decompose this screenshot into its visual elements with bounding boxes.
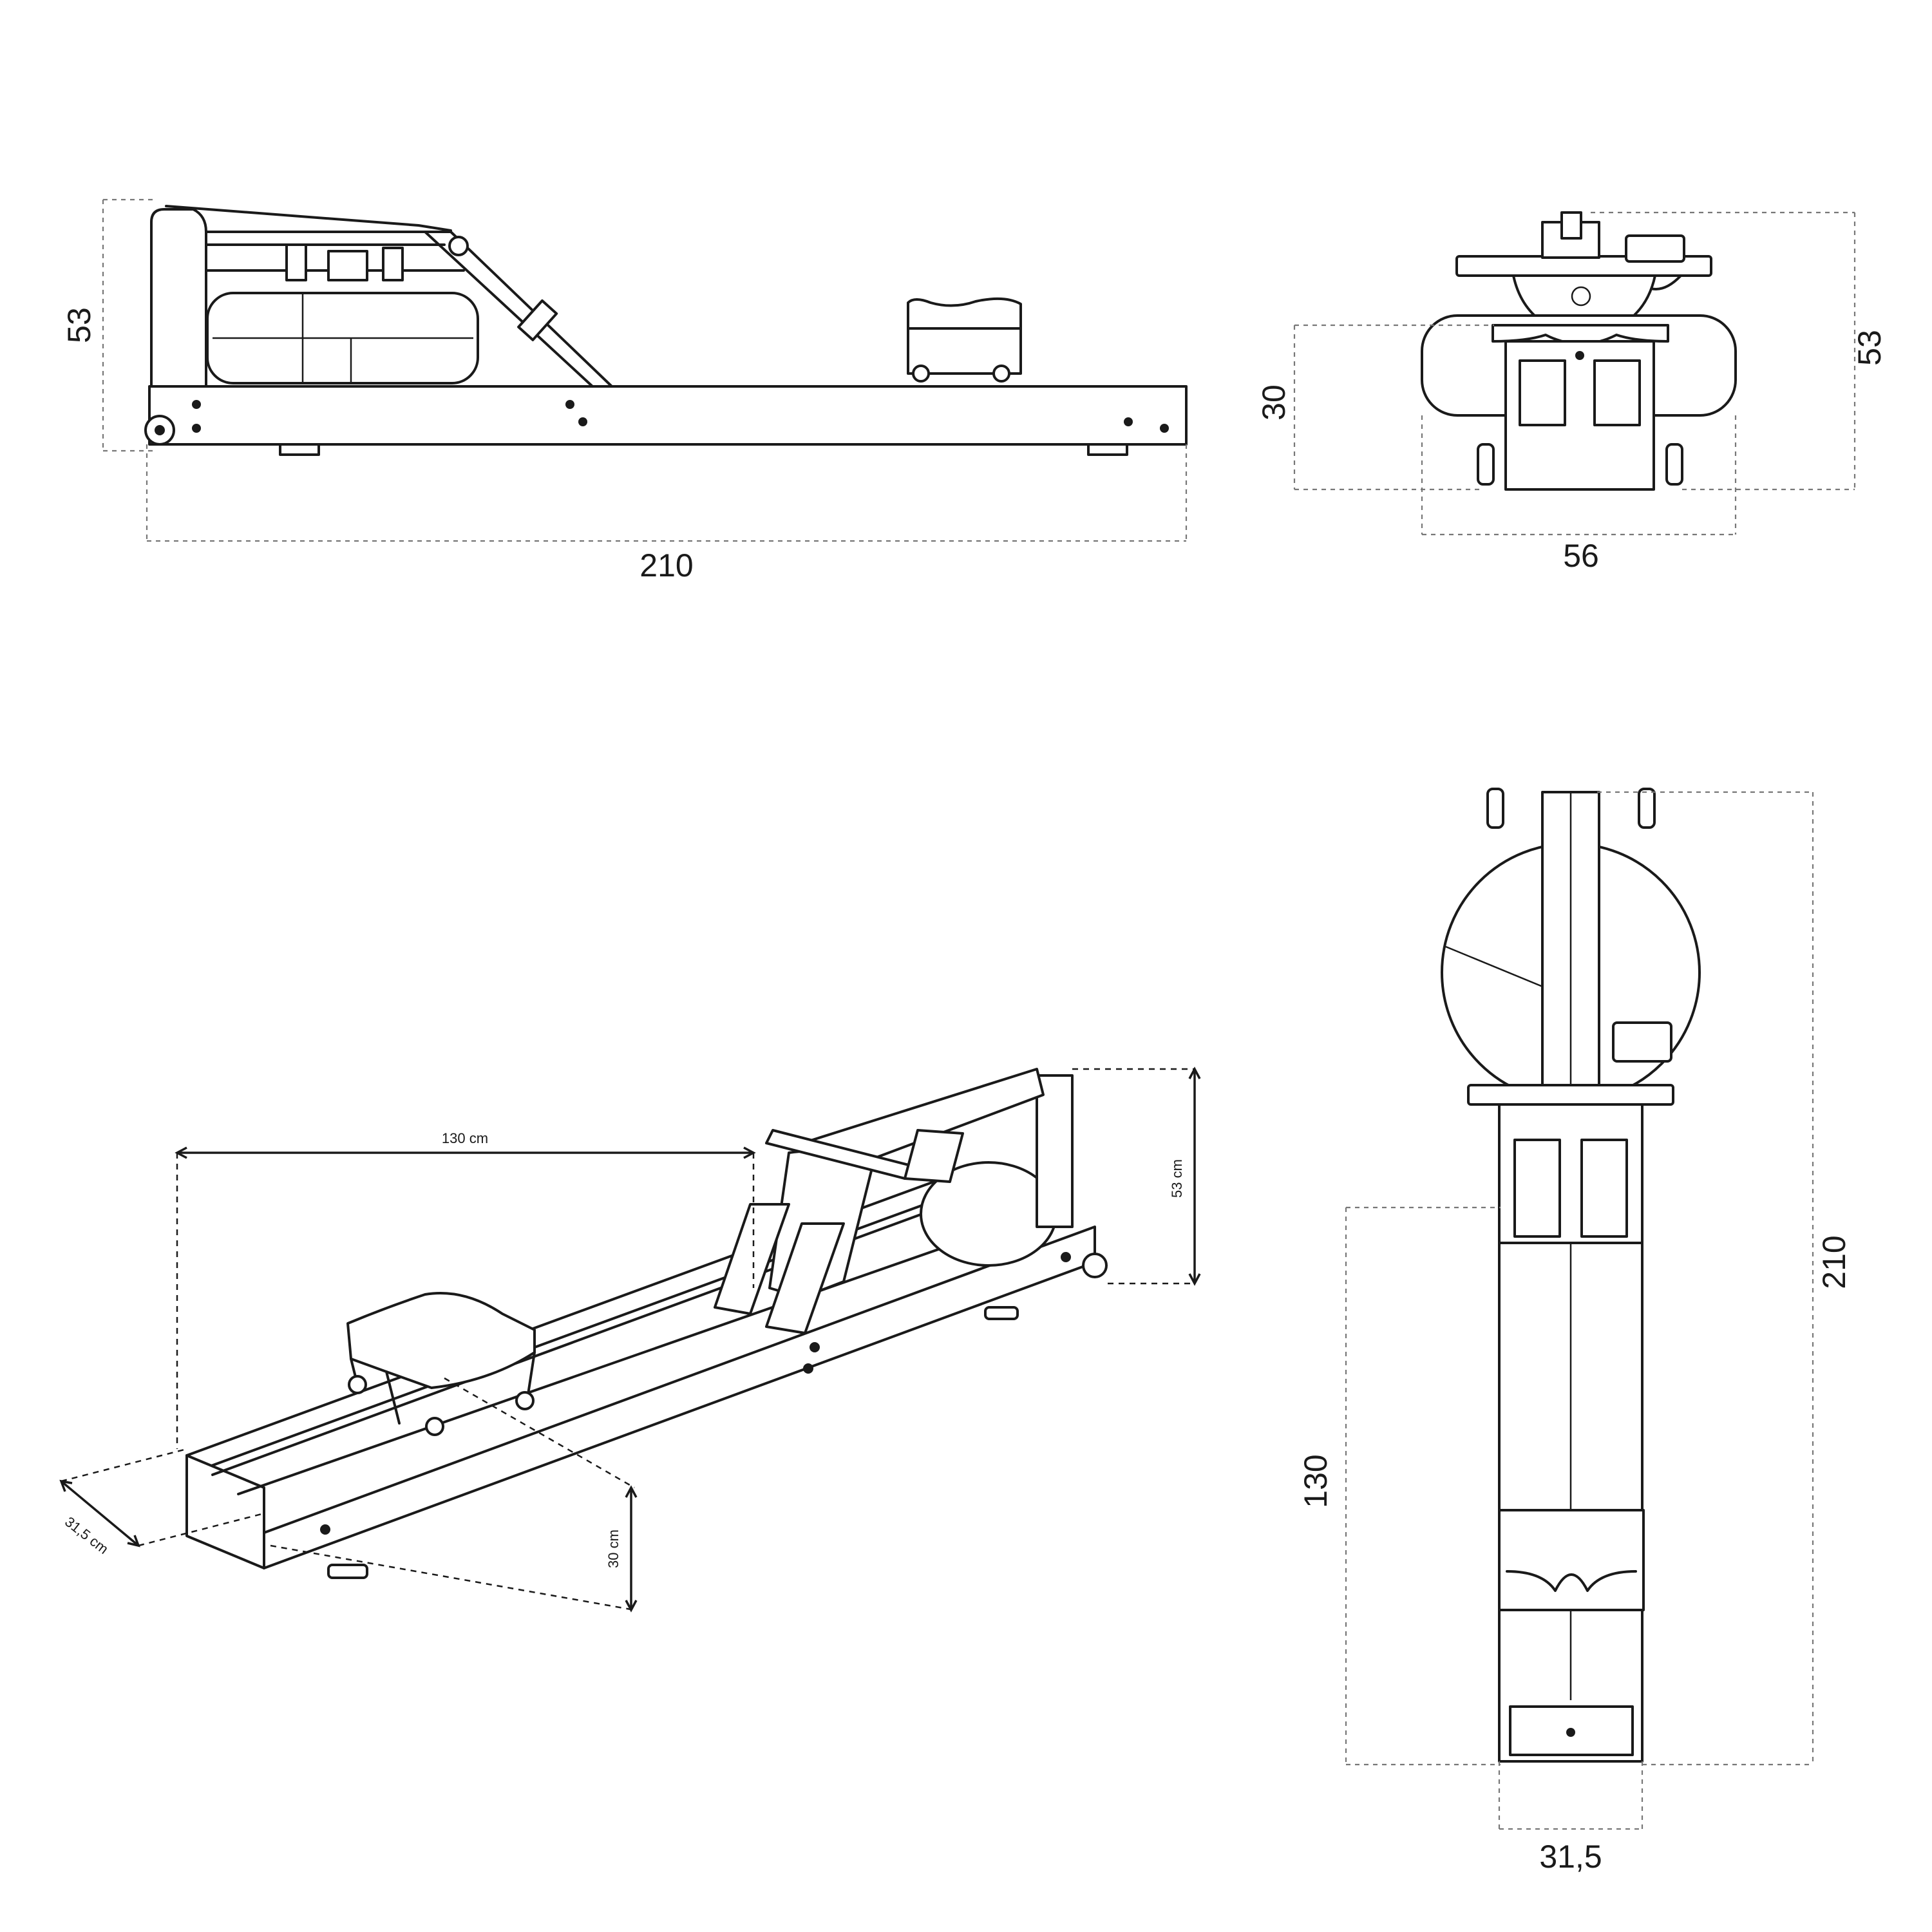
iso-rail-length-label: 130 cm: [442, 1130, 488, 1146]
upper-frame-brace: [424, 231, 613, 388]
front-foot: [279, 443, 320, 456]
iso-height-label: 53 cm: [1169, 1159, 1185, 1198]
top-seat: [1498, 1509, 1645, 1611]
top-footrest-area: [1498, 1094, 1643, 1244]
iso-seat-roller: [425, 1417, 444, 1436]
front-view: 53 30 56: [1256, 211, 1888, 574]
top-rail-length-label: 130: [1298, 1454, 1334, 1508]
iso-view: 130 cm 53 cm 30 cm 31,5 cm: [59, 1066, 1201, 1613]
front-width-label: 56: [1563, 538, 1599, 574]
iso-seat-roller: [348, 1375, 367, 1394]
side-bolt: [1124, 417, 1133, 426]
monitor-side: [517, 299, 558, 341]
top-width-label: 31,5: [1539, 1839, 1602, 1875]
front-wheel-hub: [155, 425, 165, 435]
iso-width-ext-top: [61, 1448, 187, 1482]
seat-top: [907, 297, 1022, 330]
iso-seat-height-ext-bottom: [270, 1544, 635, 1611]
top-handle-bar: [1467, 1084, 1674, 1106]
iso-seat-height-label: 30 cm: [605, 1530, 621, 1568]
side-height-label: 53: [61, 307, 97, 343]
iso-width-arrow: [60, 1480, 140, 1547]
top-footrest-right: [1580, 1139, 1628, 1238]
side-view: 53 210: [61, 198, 1188, 583]
iso-bolt: [320, 1524, 330, 1535]
iso-footrest-left: [714, 1203, 790, 1315]
mechanism-block: [327, 250, 368, 281]
top-view: 210 130 31,5: [1298, 788, 1852, 1875]
upper-frame-top: [165, 205, 452, 232]
top-front-wheel-right: [1638, 788, 1656, 829]
front-monitor: [1625, 234, 1685, 263]
iso-bolt: [803, 1363, 813, 1374]
water-tank-detail: [213, 293, 473, 383]
iso-monitor: [904, 1129, 964, 1183]
top-front-wheel-left: [1486, 788, 1504, 829]
side-rail: [148, 385, 1188, 446]
iso-seat-height-ext-top: [444, 1377, 635, 1489]
seat-roller: [992, 365, 1010, 383]
iso-seat-height-arrowheads: [625, 1485, 638, 1613]
front-wheel-right: [1665, 443, 1683, 486]
iso-width-label: 31,5 cm: [62, 1513, 111, 1557]
mechanism-block: [382, 247, 404, 281]
front-bolt: [1575, 351, 1584, 360]
iso-rail-detail: [211, 1197, 1032, 1495]
front-footrest-left: [1519, 359, 1566, 426]
iso-rail-front: [263, 1226, 1096, 1569]
side-length-label: 210: [639, 547, 693, 583]
front-wheel-left: [1477, 443, 1495, 486]
rear-foot: [1087, 443, 1128, 456]
iso-seat-top: [346, 1292, 536, 1389]
iso-bolt: [810, 1342, 820, 1352]
iso-footrest-right: [765, 1222, 845, 1334]
top-rail-bolt: [1566, 1728, 1575, 1737]
mechanism-block: [285, 243, 307, 281]
iso-rail-end-cap: [185, 1454, 265, 1569]
iso-front-foot: [984, 1306, 1019, 1320]
front-frame: [1504, 340, 1655, 491]
iso-seat-roller: [515, 1391, 535, 1410]
side-bolt: [565, 400, 574, 409]
front-height-label: 53: [1852, 330, 1888, 366]
top-monitor: [1612, 1021, 1672, 1063]
iso-width-arrowheads: [59, 1479, 140, 1548]
top-rail-end: [1509, 1705, 1634, 1756]
top-footrest-left: [1513, 1139, 1561, 1238]
front-upright: [150, 208, 207, 388]
iso-front-wheel: [1082, 1253, 1108, 1278]
side-bolt: [1160, 424, 1169, 433]
front-footrest-right: [1593, 359, 1641, 426]
top-seat-contour: [1506, 1570, 1637, 1592]
iso-front-upright: [1036, 1074, 1074, 1228]
front-top-mount-inner: [1560, 211, 1582, 240]
side-bolt: [192, 400, 201, 409]
iso-bolt: [1061, 1252, 1071, 1262]
top-length-label: 210: [1816, 1235, 1852, 1289]
front-logo: [1571, 286, 1591, 307]
seat-roller: [912, 365, 930, 383]
iso-height-arrowheads: [1188, 1066, 1201, 1286]
iso-rail-length-arrowheads: [175, 1146, 756, 1159]
side-bolt: [192, 424, 201, 433]
front-seat-height-label: 30: [1256, 384, 1292, 421]
side-bolt: [578, 417, 587, 426]
iso-rear-foot: [327, 1564, 368, 1579]
handle-ring: [448, 236, 469, 256]
